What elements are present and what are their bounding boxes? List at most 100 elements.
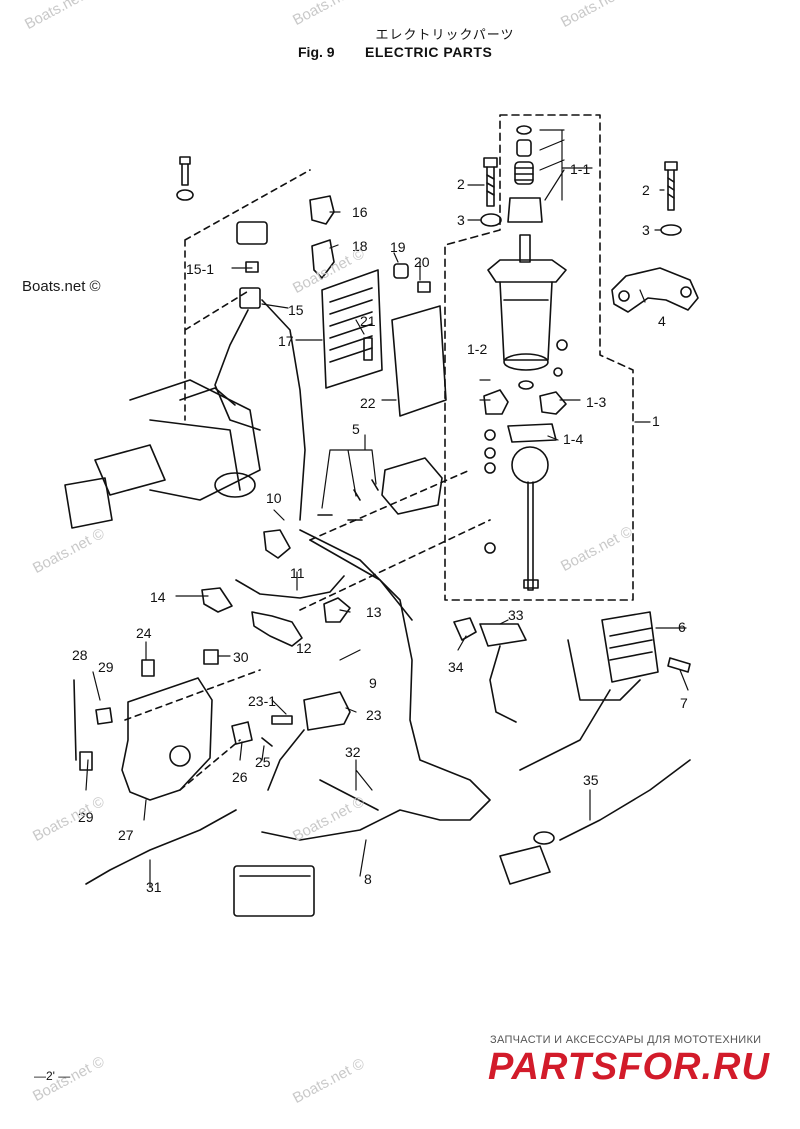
callout-8: 8 xyxy=(364,871,372,887)
callout-2: 2 xyxy=(642,182,650,198)
callout-1-4: 1-4 xyxy=(563,431,584,447)
callout-10: 10 xyxy=(266,490,282,506)
callout-1-2: 1-2 xyxy=(467,341,488,357)
bolt-icon xyxy=(667,657,691,673)
callout-1-3: 1-3 xyxy=(586,394,607,410)
clip-icon xyxy=(231,721,253,745)
cable-band-icon xyxy=(319,779,379,811)
nut-icon xyxy=(484,542,496,554)
mounting-bracket-icon xyxy=(121,677,213,801)
screw-icon xyxy=(363,337,373,361)
nut-icon xyxy=(484,429,496,441)
bolt-icon xyxy=(483,157,498,207)
battery-cable xyxy=(85,809,237,885)
rectifier-regulator-icon xyxy=(601,611,659,683)
callout-24: 24 xyxy=(136,625,152,641)
callout-4: 4 xyxy=(658,313,666,329)
callout-31: 31 xyxy=(146,879,162,895)
end-cap-icon xyxy=(511,446,549,484)
fuse-icon xyxy=(245,261,259,273)
dashed-leader-left xyxy=(184,169,311,421)
title-japanese: エレクトリックパーツ xyxy=(375,28,515,43)
bolt-icon xyxy=(664,161,678,211)
switch-harness xyxy=(559,759,691,841)
callout-29: 29 xyxy=(98,659,114,675)
bolt-icon xyxy=(141,659,155,677)
starter-motor-icon xyxy=(487,234,567,390)
ignition-coil-icon xyxy=(381,457,443,515)
callout-15-1: 15-1 xyxy=(186,261,215,277)
callout-29: 29 xyxy=(78,809,94,825)
callout-5: 5 xyxy=(352,421,360,437)
rectifier-icon xyxy=(321,269,383,389)
dashed-leader-mid xyxy=(299,469,491,611)
callout-2: 2 xyxy=(457,176,465,192)
callout-18: 18 xyxy=(352,238,368,254)
callout-16: 16 xyxy=(352,204,368,220)
spring-icon xyxy=(514,161,534,185)
callout-34: 34 xyxy=(448,659,464,675)
watermark: Boats.net © xyxy=(22,278,101,295)
clip-icon xyxy=(79,751,93,771)
cable-rod-icon xyxy=(73,679,77,761)
brush-plate-icon xyxy=(507,423,557,443)
stop-collar-icon xyxy=(516,139,532,157)
plug-icon xyxy=(309,195,335,225)
washer-icon xyxy=(480,213,502,227)
dashed-leader-bracket xyxy=(124,669,261,791)
connector-icon xyxy=(239,287,261,309)
nut-icon xyxy=(553,367,563,377)
pin-icon xyxy=(261,737,273,747)
callout-23-1: 23-1 xyxy=(248,693,277,709)
tiller-handle-icon xyxy=(64,379,261,529)
callout-9: 9 xyxy=(369,675,377,691)
pinion-gear-icon xyxy=(507,197,543,223)
collar-icon xyxy=(393,263,409,279)
clip-icon xyxy=(95,707,113,725)
cover-icon xyxy=(391,305,447,417)
trim-switch-icon xyxy=(499,845,551,885)
promo-tagline: ЗАПЧАСТИ И АКСЕССУАРЫ ДЛЯ МОТОТЕХНИКИ xyxy=(490,1034,762,1046)
callout-3: 3 xyxy=(457,212,465,228)
callout-30: 30 xyxy=(233,649,249,665)
callout-33: 33 xyxy=(508,607,524,623)
callout-6: 6 xyxy=(678,619,686,635)
high-tension-lead xyxy=(235,575,345,599)
callout-3: 3 xyxy=(642,222,650,238)
figure-number: Fig. 9 xyxy=(298,44,335,60)
clip-icon xyxy=(453,617,477,641)
callout-22: 22 xyxy=(360,395,376,411)
callout-27: 27 xyxy=(118,827,134,843)
nut-icon xyxy=(484,462,496,474)
callout-26: 26 xyxy=(232,769,248,785)
relay-icon xyxy=(236,221,268,245)
callout-21: 21 xyxy=(360,313,376,329)
page-number: —2' — xyxy=(34,1069,71,1083)
callout-11: 11 xyxy=(290,565,305,581)
starter-assembly-boundary xyxy=(444,114,634,601)
washer-icon xyxy=(660,224,682,236)
snap-ring-icon xyxy=(516,125,532,135)
terminal-icon xyxy=(323,597,351,623)
brush-holder-icon xyxy=(539,391,567,415)
figure-title: ELECTRIC PARTS xyxy=(365,44,493,60)
screw-icon xyxy=(417,281,431,293)
washer-icon xyxy=(176,189,194,201)
plug-cap-icon xyxy=(263,529,291,559)
nut-icon xyxy=(484,447,496,459)
brush-holder-icon xyxy=(483,389,509,415)
callout-19: 19 xyxy=(390,239,406,255)
rubber-boot-icon xyxy=(251,611,303,647)
promo-brand-logo: PARTSFOR.RU xyxy=(488,1046,770,1088)
callout-28: 28 xyxy=(72,647,88,663)
callout-13: 13 xyxy=(366,604,382,620)
bolt-icon xyxy=(203,649,219,665)
callout-35: 35 xyxy=(583,772,599,788)
neutral-switch-icon xyxy=(479,623,527,647)
bracket-icon xyxy=(311,239,335,279)
callout-12: 12 xyxy=(296,640,312,656)
battery-icon xyxy=(233,865,315,917)
callout-1-1: 1-1 xyxy=(570,161,591,177)
